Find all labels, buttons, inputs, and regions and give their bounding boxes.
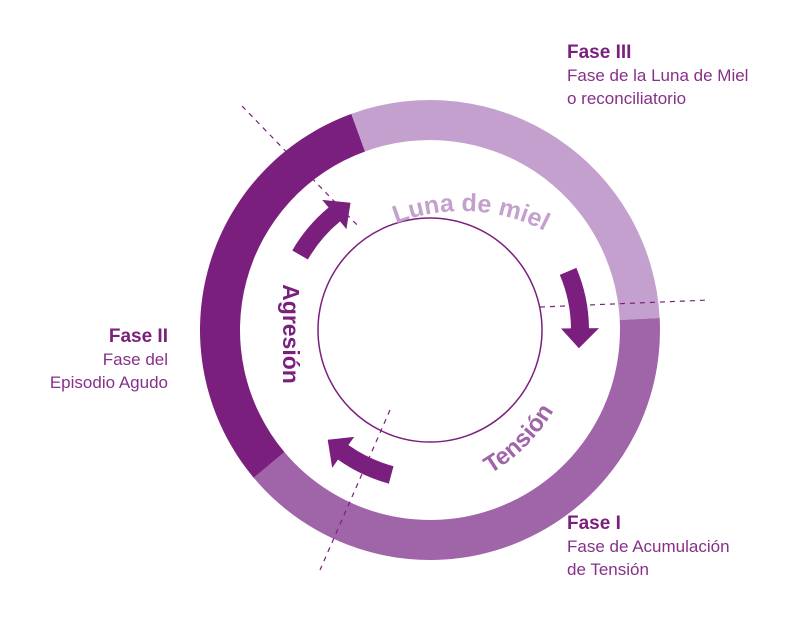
phase-1-line-1: Fase de Acumulación <box>567 537 730 556</box>
phase-2-line-1: Fase del <box>102 350 168 369</box>
cycle-ring <box>200 100 660 560</box>
divider-luna-tension <box>539 299 711 308</box>
arrow-luna-to-tension-icon <box>559 267 599 349</box>
phase-3-title: Fase III <box>567 42 632 63</box>
phase-1-title: Fase I <box>567 513 621 534</box>
phase-2-caption: Fase II Fase del Episodio Agudo <box>44 325 168 394</box>
phase-1-caption: Fase I Fase de Acumulación de Tensión <box>567 512 730 581</box>
ring-segment-tension <box>253 317 660 560</box>
ring-label-agresion: Agresión <box>278 284 304 384</box>
arrow-tension-to-agresion-icon <box>327 436 394 484</box>
phase-1-line-2: de Tensión <box>567 560 649 579</box>
phase-3-line-2: o reconciliatorio <box>567 89 687 108</box>
arrow-agresion-to-luna-icon <box>292 199 351 260</box>
ring-segment-luna <box>351 100 660 321</box>
phase-3-line-1: Fase de la Luna de Miel <box>567 66 749 85</box>
ring-segment-agresion <box>200 113 366 478</box>
phase-3-caption: Fase III Fase de la Luna de Miel o recon… <box>567 41 748 110</box>
phase-2-title: Fase II <box>108 326 168 347</box>
cycle-arrows <box>292 199 599 484</box>
phase-2-line-2: Episodio Agudo <box>49 373 168 392</box>
inner-circle <box>317 217 543 443</box>
